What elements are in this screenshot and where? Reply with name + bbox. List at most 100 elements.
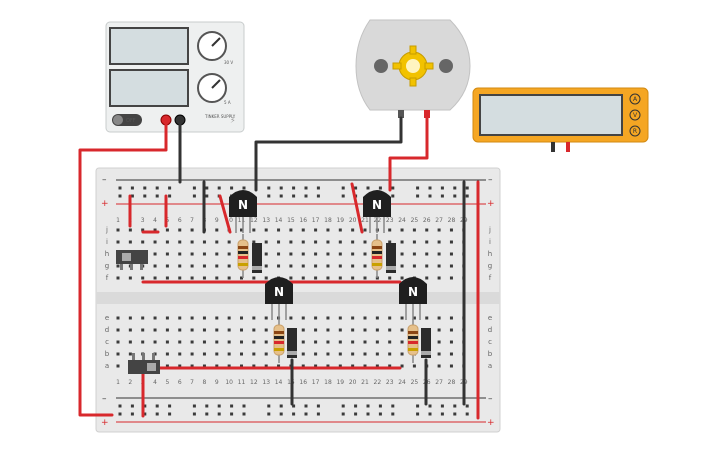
rail-hole[interactable]: [279, 186, 283, 190]
breadboard-hole[interactable]: [153, 340, 157, 344]
rail-hole[interactable]: [217, 186, 221, 190]
rail-hole[interactable]: [267, 412, 271, 416]
breadboard-hole[interactable]: [240, 340, 243, 344]
breadboard-hole[interactable]: [252, 316, 256, 320]
breadboard-hole[interactable]: [227, 340, 231, 344]
breadboard-hole[interactable]: [178, 328, 182, 332]
wire-motor-red[interactable]: [388, 116, 429, 192]
breadboard-hole[interactable]: [351, 264, 355, 268]
resistor-1[interactable]: [237, 234, 249, 278]
breadboard-hole[interactable]: [314, 352, 318, 356]
breadboard-hole[interactable]: [128, 228, 132, 232]
breadboard-hole[interactable]: [449, 264, 453, 268]
rail-hole[interactable]: [428, 194, 432, 198]
rail-hole[interactable]: [366, 412, 370, 416]
breadboard-hole[interactable]: [178, 276, 182, 280]
rail-hole[interactable]: [118, 194, 122, 198]
breadboard-hole[interactable]: [252, 364, 256, 368]
rail-hole[interactable]: [118, 186, 122, 190]
breadboard-hole[interactable]: [301, 364, 305, 368]
breadboard-hole[interactable]: [437, 364, 441, 368]
breadboard-hole[interactable]: [178, 364, 182, 368]
breadboard-hole[interactable]: [437, 352, 441, 356]
diodes[interactable]: [252, 243, 431, 358]
breadboard-hole[interactable]: [277, 240, 281, 244]
breadboard-hole[interactable]: [116, 352, 120, 356]
rail-hole[interactable]: [304, 412, 308, 416]
breadboard-hole[interactable]: [264, 252, 268, 256]
breadboard-hole[interactable]: [202, 328, 206, 332]
rail-hole[interactable]: [391, 412, 395, 416]
breadboard-hole[interactable]: [363, 228, 367, 232]
breadboard-hole[interactable]: [289, 316, 293, 320]
breadboard-hole[interactable]: [363, 240, 367, 244]
breadboard-hole[interactable]: [165, 316, 169, 320]
breadboard-hole[interactable]: [190, 328, 194, 332]
breadboard-hole[interactable]: [128, 316, 132, 320]
rail-hole[interactable]: [192, 404, 196, 408]
breadboard-hole[interactable]: [289, 252, 293, 256]
breadboard-hole[interactable]: [153, 352, 157, 356]
breadboard-hole[interactable]: [388, 328, 392, 332]
breadboard-hole[interactable]: [437, 316, 441, 320]
breadboard-hole[interactable]: [400, 276, 404, 280]
breadboard-hole[interactable]: [388, 228, 392, 232]
rail-hole[interactable]: [341, 412, 345, 416]
wire-diag-left[interactable]: [218, 194, 232, 234]
breadboard-hole[interactable]: [178, 264, 182, 268]
rail-hole[interactable]: [391, 194, 395, 198]
breadboard-hole[interactable]: [165, 340, 169, 344]
rail-hole[interactable]: [168, 412, 172, 416]
rail-hole[interactable]: [130, 404, 134, 408]
breadboard-hole[interactable]: [338, 276, 342, 280]
breadboard-hole[interactable]: [178, 316, 182, 320]
rail-hole[interactable]: [440, 412, 444, 416]
rail-hole[interactable]: [416, 186, 420, 190]
breadboard-hole[interactable]: [412, 316, 416, 320]
rail-hole[interactable]: [416, 404, 420, 408]
rail-hole[interactable]: [453, 412, 457, 416]
breadboard-hole[interactable]: [190, 228, 194, 232]
breadboard-hole[interactable]: [153, 228, 157, 232]
breadboard-hole[interactable]: [153, 328, 157, 332]
breadboard-hole[interactable]: [326, 240, 330, 244]
breadboard-hole[interactable]: [264, 228, 268, 232]
rail-hole[interactable]: [341, 194, 345, 198]
breadboard-hole[interactable]: [400, 364, 404, 368]
rail-hole[interactable]: [465, 194, 469, 198]
breadboard-hole[interactable]: [338, 316, 342, 320]
breadboard-hole[interactable]: [141, 240, 145, 244]
breadboard-hole[interactable]: [165, 240, 169, 244]
breadboard-hole[interactable]: [326, 364, 330, 368]
breadboard-hole[interactable]: [375, 340, 379, 344]
breadboard-hole[interactable]: [277, 264, 281, 268]
breadboard-hole[interactable]: [363, 264, 367, 268]
rail-hole[interactable]: [465, 186, 469, 190]
breadboard-hole[interactable]: [215, 264, 219, 268]
breadboard-hole[interactable]: [351, 228, 355, 232]
breadboard-hole[interactable]: [128, 340, 132, 344]
rail-hole[interactable]: [341, 404, 345, 408]
breadboard-hole[interactable]: [400, 340, 404, 344]
breadboard-hole[interactable]: [190, 240, 194, 244]
breadboard-hole[interactable]: [449, 340, 453, 344]
rail-hole[interactable]: [279, 412, 283, 416]
breadboard-hole[interactable]: [252, 228, 256, 232]
rail-hole[interactable]: [428, 404, 432, 408]
breadboard-hole[interactable]: [326, 352, 330, 356]
rail-hole[interactable]: [354, 404, 358, 408]
rail-hole[interactable]: [453, 404, 457, 408]
breadboard-hole[interactable]: [412, 240, 416, 244]
breadboard-hole[interactable]: [301, 252, 305, 256]
breadboard-hole[interactable]: [178, 352, 182, 356]
breadboard-hole[interactable]: [202, 364, 206, 368]
breadboard-hole[interactable]: [165, 252, 169, 256]
rail-hole[interactable]: [440, 404, 444, 408]
breadboard-hole[interactable]: [128, 352, 132, 356]
rail-hole[interactable]: [279, 194, 283, 198]
breadboard-hole[interactable]: [301, 340, 305, 344]
mode-button-a[interactable]: A: [629, 93, 641, 105]
breadboard-hole[interactable]: [128, 240, 132, 244]
wire-diag-right[interactable]: [350, 182, 364, 234]
breadboard-hole[interactable]: [351, 252, 355, 256]
